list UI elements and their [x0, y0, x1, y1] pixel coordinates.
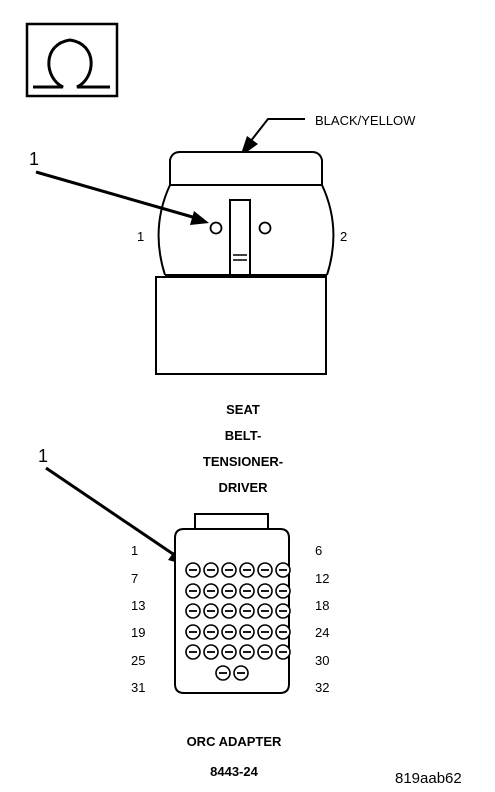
- ohm-symbol-icon: [25, 22, 119, 98]
- adapter-pin-labels: 1 6 7 12 13 18 19 24 25 30 31 32: [131, 543, 329, 695]
- adapter-row-5-right: 30: [315, 653, 329, 668]
- adapter-row-4-left: 19: [131, 625, 145, 640]
- figure-id: 819aab62: [395, 770, 462, 787]
- pin-cavity-2: [258, 221, 272, 235]
- orc-adapter-connector: [174, 513, 291, 694]
- adapter-callout-label: 1: [38, 446, 48, 466]
- top-callout-label: 1: [29, 149, 39, 169]
- adapter-row-5-left: 25: [131, 653, 145, 668]
- top-pin-left-label: 1: [137, 229, 144, 244]
- adapter-row-1-right: 6: [315, 543, 322, 558]
- top-callout-arrow: [35, 170, 209, 225]
- connector-name-line-1: SEAT: [226, 402, 260, 417]
- adapter-row-3-right: 18: [315, 598, 329, 613]
- connector-name-line-3: TENSIONER-: [203, 454, 283, 469]
- adapter-row-3-left: 13: [131, 598, 145, 613]
- adapter-title: ORC ADAPTER: [187, 734, 282, 749]
- top-pin-right-label: 2: [340, 229, 347, 244]
- connector-name: SEAT BELT- TENSIONER- DRIVER: [203, 402, 283, 495]
- adapter-pin-grid: [185, 562, 291, 681]
- wire-color-label: BLACK/YELLOW: [315, 113, 416, 128]
- connector-name-line-2: BELT-: [225, 428, 262, 443]
- adapter-row-6-left: 31: [131, 680, 145, 695]
- connector-name-line-4: DRIVER: [218, 480, 268, 495]
- seat-belt-tensioner-connector: [155, 151, 335, 375]
- adapter-row-4-right: 24: [315, 625, 329, 640]
- adapter-part-number: 8443-24: [210, 764, 258, 779]
- pin-cavity-1: [209, 221, 223, 235]
- adapter-row-6-right: 32: [315, 680, 329, 695]
- adapter-row-2-right: 12: [315, 571, 329, 586]
- adapter-callout-arrow: [45, 466, 186, 565]
- adapter-row-2-left: 7: [131, 571, 138, 586]
- adapter-row-1-left: 1: [131, 543, 138, 558]
